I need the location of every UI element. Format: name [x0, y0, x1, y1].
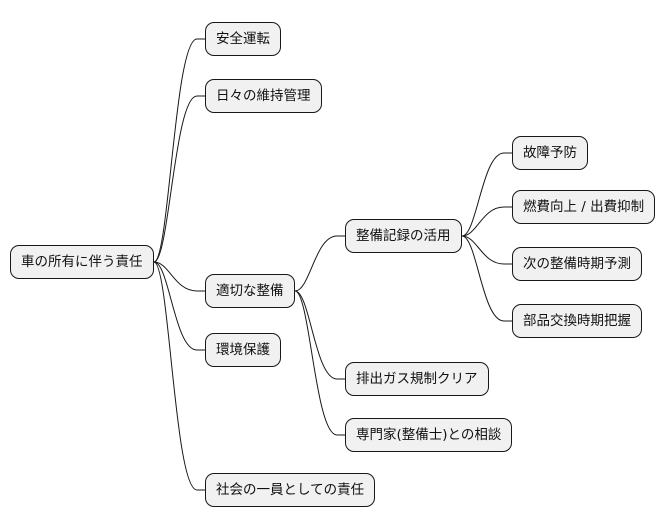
- node-safe-driving: 安全運転: [205, 22, 281, 56]
- node-parts-replacement: 部品交換時期把握: [512, 304, 642, 338]
- edge-servicing-records: [294, 235, 345, 292]
- edge-root-social: [153, 261, 205, 491]
- node-next-service-forecast: 次の整備時期予測: [512, 247, 642, 281]
- edge-root-environment: [153, 261, 205, 351]
- node-consult-mechanic: 専門家(整備士)との相談: [345, 418, 513, 452]
- node-maintenance-records: 整備記録の活用: [345, 219, 462, 253]
- edge-records-fuel: [461, 206, 512, 237]
- node-emission-compliance: 排出ガス規制クリア: [345, 362, 489, 396]
- edge-records-parts: [461, 235, 512, 322]
- edge-root-safe-driving: [153, 38, 205, 263]
- edge-root-daily-maintenance: [153, 95, 205, 263]
- edge-records-forecast: [461, 235, 512, 265]
- edge-servicing-emission: [294, 290, 345, 380]
- node-daily-maintenance: 日々の維持管理: [205, 79, 322, 113]
- node-social-responsibility: 社会の一員としての責任: [205, 473, 376, 507]
- node-environment-protection: 環境保護: [205, 333, 281, 367]
- node-fuel-efficiency: 燃費向上 / 出費抑制: [512, 190, 656, 224]
- node-root: 車の所有に伴う責任: [10, 245, 154, 279]
- edge-servicing-consult: [294, 290, 345, 436]
- edge-root-proper-servicing: [153, 261, 205, 292]
- node-proper-servicing: 適切な整備: [205, 274, 295, 308]
- node-failure-prevention: 故障予防: [512, 136, 588, 170]
- edge-records-failure: [461, 152, 512, 237]
